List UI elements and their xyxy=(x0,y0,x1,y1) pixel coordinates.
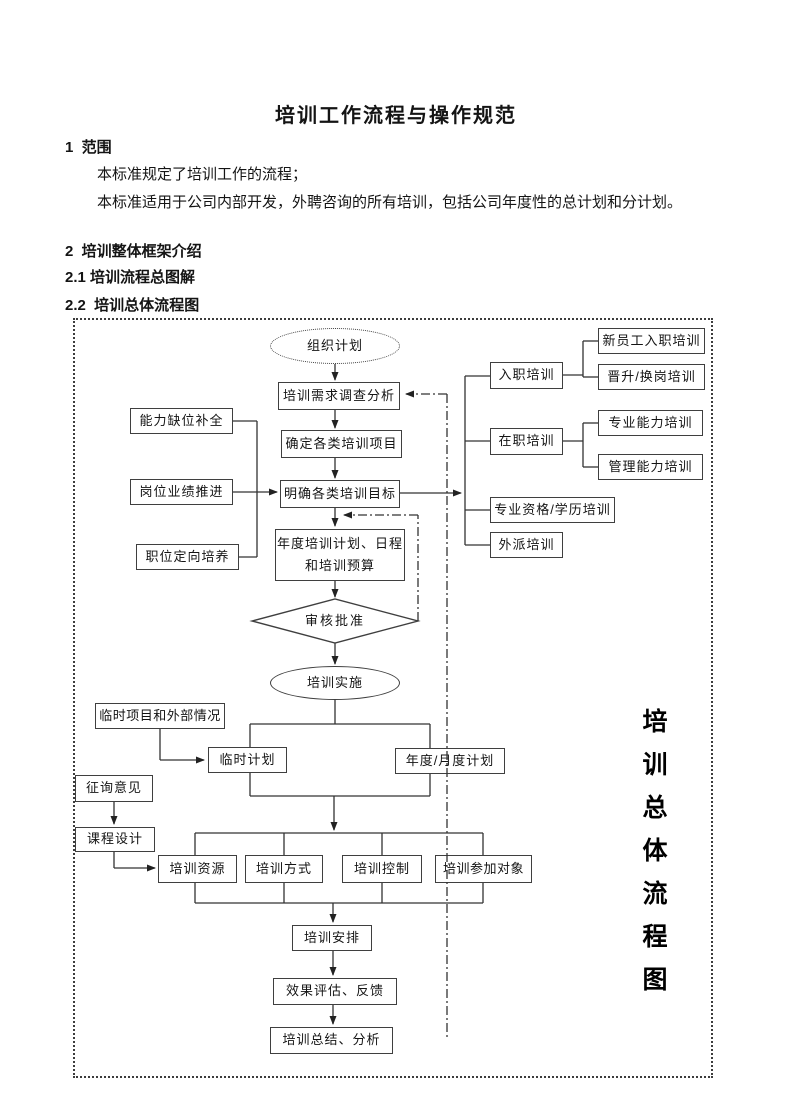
node-define-projects: 确定各类培训项目 xyxy=(281,430,402,458)
section-2-heading: 2 培训整体框架介绍 xyxy=(65,243,202,260)
node-perf-drive: 岗位业绩推进 xyxy=(130,479,233,505)
node-career-dev: 职位定向培养 xyxy=(136,544,239,570)
node-qualification-training: 专业资格/学历培训 xyxy=(490,497,615,523)
node-training-methods: 培训方式 xyxy=(245,855,323,883)
annual-plan-line-1: 年度培训计划、日程 xyxy=(276,535,403,551)
node-onboarding: 入职培训 xyxy=(490,362,563,389)
node-annual-monthly-plan: 年度/月度计划 xyxy=(395,748,505,774)
decision-diamond-shape xyxy=(249,598,421,644)
node-course-design: 课程设计 xyxy=(75,827,155,852)
annual-plan-line-2: 和培训预算 xyxy=(304,558,375,573)
node-gap-fill: 能力缺位补全 xyxy=(130,408,233,434)
section-1-body-line-2: 本标准适用于公司内部开发，外聘咨询的所有培训，包括公司年度性的总计划和分计划。 xyxy=(97,194,683,211)
node-training-control: 培训控制 xyxy=(342,855,422,883)
section-2-1-heading: 2.1 培训流程总图解 xyxy=(65,269,196,286)
section-2-2-heading: 2.2 培训总体流程图 xyxy=(65,297,200,314)
node-management-skill-training: 管理能力培训 xyxy=(598,454,703,480)
node-expatriate-training: 外派培训 xyxy=(490,532,563,558)
node-annual-plan: 年度培训计划、日程 和培训预算 xyxy=(275,529,405,581)
node-org-plan: 组织计划 xyxy=(270,328,400,364)
node-training-resources: 培训资源 xyxy=(158,855,237,883)
node-consult-opinion: 征询意见 xyxy=(75,775,153,802)
node-review-approve: 审核批准 xyxy=(304,612,365,628)
page-title: 培训工作流程与操作规范 xyxy=(275,105,517,127)
flowchart-frame xyxy=(73,318,713,1078)
node-evaluation-feedback: 效果评估、反馈 xyxy=(273,978,397,1005)
node-new-employee-training: 新员工入职培训 xyxy=(598,328,705,354)
node-implementation: 培训实施 xyxy=(270,666,400,700)
node-temp-plan: 临时计划 xyxy=(208,747,287,773)
node-on-job-training: 在职培训 xyxy=(490,428,563,455)
section-1-heading: 1 范围 xyxy=(65,139,112,156)
node-temp-external: 临时项目和外部情况 xyxy=(95,703,225,729)
node-needs-analysis: 培训需求调查分析 xyxy=(278,382,400,410)
node-professional-skill-training: 专业能力培训 xyxy=(598,410,703,436)
node-training-arrangement: 培训安排 xyxy=(292,925,372,951)
node-clarify-goals: 明确各类培训目标 xyxy=(280,480,400,508)
node-summary-analysis: 培训总结、分析 xyxy=(270,1027,393,1054)
section-1-body-line-1: 本标准规定了培训工作的流程； xyxy=(97,166,308,183)
node-promotion-transfer-training: 晋升/换岗培训 xyxy=(598,364,705,390)
node-training-participants: 培训参加对象 xyxy=(435,855,532,883)
flowchart-side-title: 培训总体流程图 xyxy=(639,708,667,1009)
